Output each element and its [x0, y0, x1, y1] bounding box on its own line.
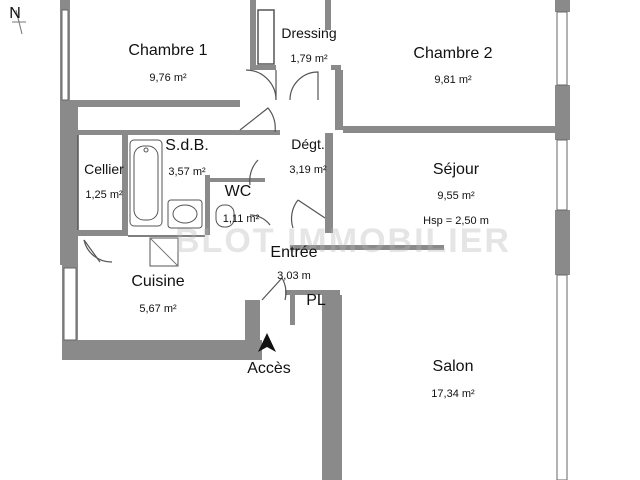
room-name-dressing: Dressing: [281, 25, 337, 41]
room-area-sdb: 3,57 m²: [168, 166, 206, 178]
arrow-up-icon: [258, 333, 276, 352]
room-area-sejour: 9,55 m²: [437, 190, 475, 202]
room-name-salon: Salon: [432, 358, 474, 375]
room-area-dressing: 1,79 m²: [290, 53, 328, 65]
room-name-sejour: Séjour: [432, 161, 480, 178]
room-name-cellier: Cellier: [84, 161, 124, 177]
room-name-wc: WC: [224, 183, 252, 200]
compass-label: N: [9, 5, 21, 22]
fixtures: [129, 139, 235, 267]
room-area-cellier: 1,25 m²: [85, 189, 123, 201]
compass-icon: [12, 9, 26, 35]
room-area-degt: 3,19 m²: [289, 164, 327, 176]
interior-walls: [70, 0, 555, 325]
access-label: Accès: [247, 360, 291, 377]
room-name-chambre1: Chambre 1: [128, 42, 208, 59]
room-area-salon: 17,34 m²: [431, 388, 475, 400]
windows: [61, 9, 568, 480]
room-area-chambre2: 9,81 m²: [434, 74, 472, 86]
room-name-chambre2: Chambre 2: [413, 45, 493, 62]
room-name-pl: PL: [306, 292, 326, 309]
room-area-cuisine: 5,67 m²: [139, 303, 177, 315]
room-area-entree: 3,03 m: [277, 270, 311, 282]
room-name-sdb: S.d.B.: [165, 137, 209, 154]
doors: [83, 69, 326, 301]
partitions: [77, 9, 275, 237]
ceiling-height: Hsp = 2,50 m: [423, 215, 489, 227]
room-area-chambre1: 9,76 m²: [149, 72, 187, 84]
room-name-cuisine: Cuisine: [131, 273, 185, 290]
room-area-wc: 1,11 m²: [222, 213, 260, 225]
room-name-degt: Dégt.: [291, 136, 325, 152]
watermark: BLOT IMMOBILIER: [175, 222, 511, 260]
toilet: [215, 204, 235, 228]
room-name-entree: Entrée: [270, 244, 318, 261]
